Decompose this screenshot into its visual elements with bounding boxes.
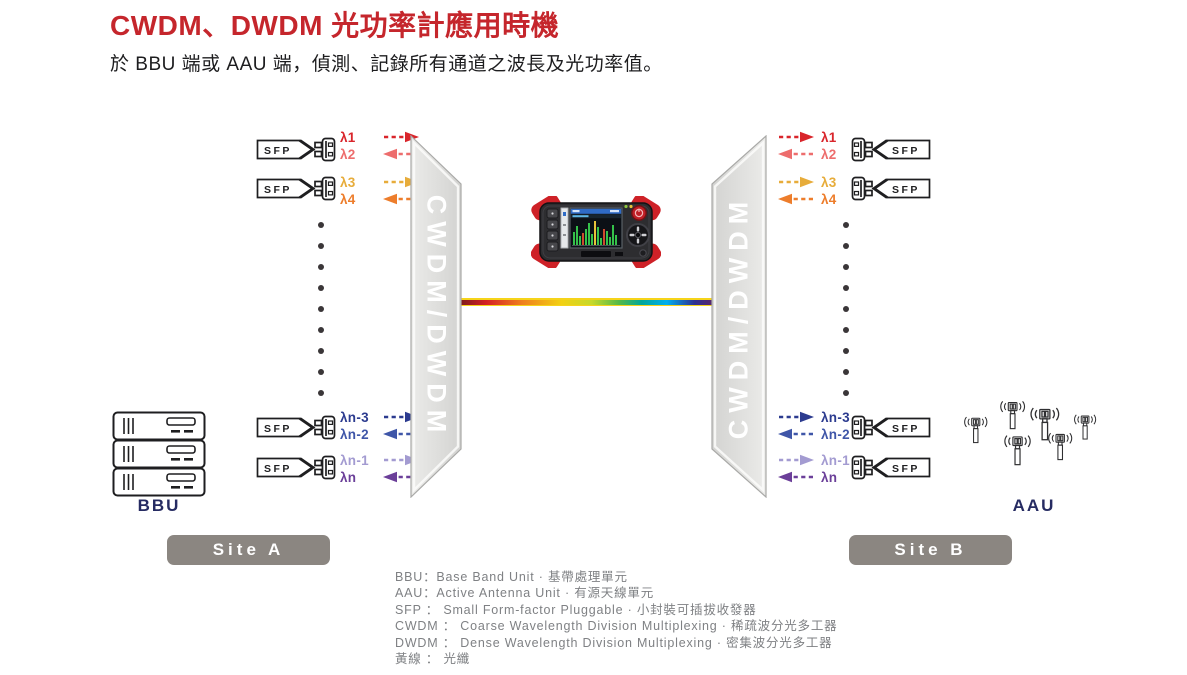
site-b-badge: Site B <box>849 535 1012 565</box>
lambda-label: λ2 <box>821 146 837 162</box>
lambda-label: λ3 <box>821 174 837 190</box>
sfp-module-icon: SFP <box>256 414 336 441</box>
aau-antenna-cluster-icon <box>963 397 1105 490</box>
sfp-module-icon: SFP <box>851 136 931 163</box>
channel-row: λ4 <box>340 191 420 207</box>
sfp-text: SFP <box>264 463 292 475</box>
cwdm-dwdm-mux-right: CWDM/DWDM <box>711 134 767 499</box>
ellipsis-dots <box>318 222 324 396</box>
aau-label: AAU <box>1012 496 1056 515</box>
dashed-arrow-icon <box>777 428 815 440</box>
dashed-arrow-icon <box>777 148 815 160</box>
legend: BBU：Base Band Unit · 基帶處理單元 AAU：Active A… <box>395 569 837 667</box>
channel-row: λ3 <box>777 174 837 190</box>
channel-row: λn-2 <box>777 426 850 442</box>
dashed-arrow-icon <box>777 176 815 188</box>
sfp-module-icon: SFP <box>256 136 336 163</box>
sfp-module-icon: SFP <box>851 454 931 481</box>
cwdm-dwdm-mux-left: CWDM/DWDM <box>410 134 462 499</box>
channel-row: λ1 <box>777 129 837 145</box>
legend-line: 黃線 ： 光纖 <box>395 652 471 667</box>
optical-power-meter-icon <box>530 194 662 273</box>
lambda-label: λn-3 <box>821 409 850 425</box>
channel-row: λn <box>777 469 837 485</box>
channel-row: λ3 <box>340 174 420 190</box>
sfp-text: SFP <box>264 184 292 196</box>
sfp-text: SFP <box>892 145 920 157</box>
bbu-server-stack-icon <box>112 411 206 497</box>
dashed-arrow-icon <box>777 471 815 483</box>
power-button-icon <box>631 205 647 221</box>
legend-line: CWDM ： Coarse Wavelength Division Multip… <box>395 619 838 634</box>
lambda-label: λn <box>340 469 357 485</box>
sfp-module-icon: SFP <box>256 454 336 481</box>
channel-row: λn-1 <box>777 452 850 468</box>
fiber-spectrum <box>461 299 712 305</box>
sfp-text: SFP <box>892 463 920 475</box>
lambda-label: λ4 <box>340 191 356 207</box>
server-icon <box>112 411 206 441</box>
channel-row: λn-2 <box>340 426 420 442</box>
channel-row: λ2 <box>340 146 420 162</box>
ellipsis-dots <box>843 222 849 396</box>
channel-row: λn-3 <box>777 409 850 425</box>
sfp-text: SFP <box>892 423 920 435</box>
lambda-label: λ2 <box>340 146 356 162</box>
lambda-label: λn-2 <box>340 426 369 442</box>
server-icon <box>112 467 206 497</box>
dashed-arrow-icon <box>777 193 815 205</box>
sfp-module-icon: SFP <box>851 414 931 441</box>
legend-line: AAU：Active Antenna Unit · 有源天線單元 <box>395 586 655 601</box>
sfp-text: SFP <box>264 423 292 435</box>
channel-row: λn-1 <box>340 452 420 468</box>
sfp-module-icon: SFP <box>256 175 336 202</box>
fiber-line <box>461 298 712 306</box>
lambda-label: λn-1 <box>340 452 369 468</box>
lambda-label: λn-3 <box>340 409 369 425</box>
sfp-text: SFP <box>892 184 920 196</box>
lambda-label: λn <box>821 469 838 485</box>
legend-line: BBU：Base Band Unit · 基帶處理單元 <box>395 570 628 584</box>
meter-screen <box>569 207 623 249</box>
site-a-badge: Site A <box>167 535 330 565</box>
channel-row: λ1 <box>340 129 420 145</box>
dashed-arrow-icon <box>777 131 815 143</box>
lambda-label: λ3 <box>340 174 356 190</box>
sfp-module-icon: SFP <box>851 175 931 202</box>
mux-label: CWDM/DWDM <box>421 194 452 439</box>
channel-row: λ2 <box>777 146 837 162</box>
lambda-label: λ4 <box>821 191 837 207</box>
page-title: CWDM、DWDM 光功率計應用時機 <box>110 10 560 41</box>
channel-row: λn-3 <box>340 409 420 425</box>
bbu-label: BBU <box>137 496 181 515</box>
channel-row: λn <box>340 469 420 485</box>
channel-row: λ4 <box>777 191 837 207</box>
server-icon <box>112 439 206 469</box>
lambda-label: λ1 <box>340 129 356 145</box>
dashed-arrow-icon <box>777 454 815 466</box>
dashed-arrow-icon <box>777 411 815 423</box>
lambda-label: λn-1 <box>821 452 850 468</box>
legend-line: DWDM ： Dense Wavelength Division Multipl… <box>395 635 833 650</box>
sfp-text: SFP <box>264 145 292 157</box>
legend-line: SFP ： Small Form-factor Pluggable · 小封裝可… <box>395 602 757 617</box>
lambda-label: λ1 <box>821 129 837 145</box>
page-subtitle: 於 BBU 端或 AAU 端，偵測、記錄所有通道之波長及光功率值。 <box>110 54 663 75</box>
mux-label: CWDM/DWDM <box>723 194 754 439</box>
lambda-label: λn-2 <box>821 426 850 442</box>
